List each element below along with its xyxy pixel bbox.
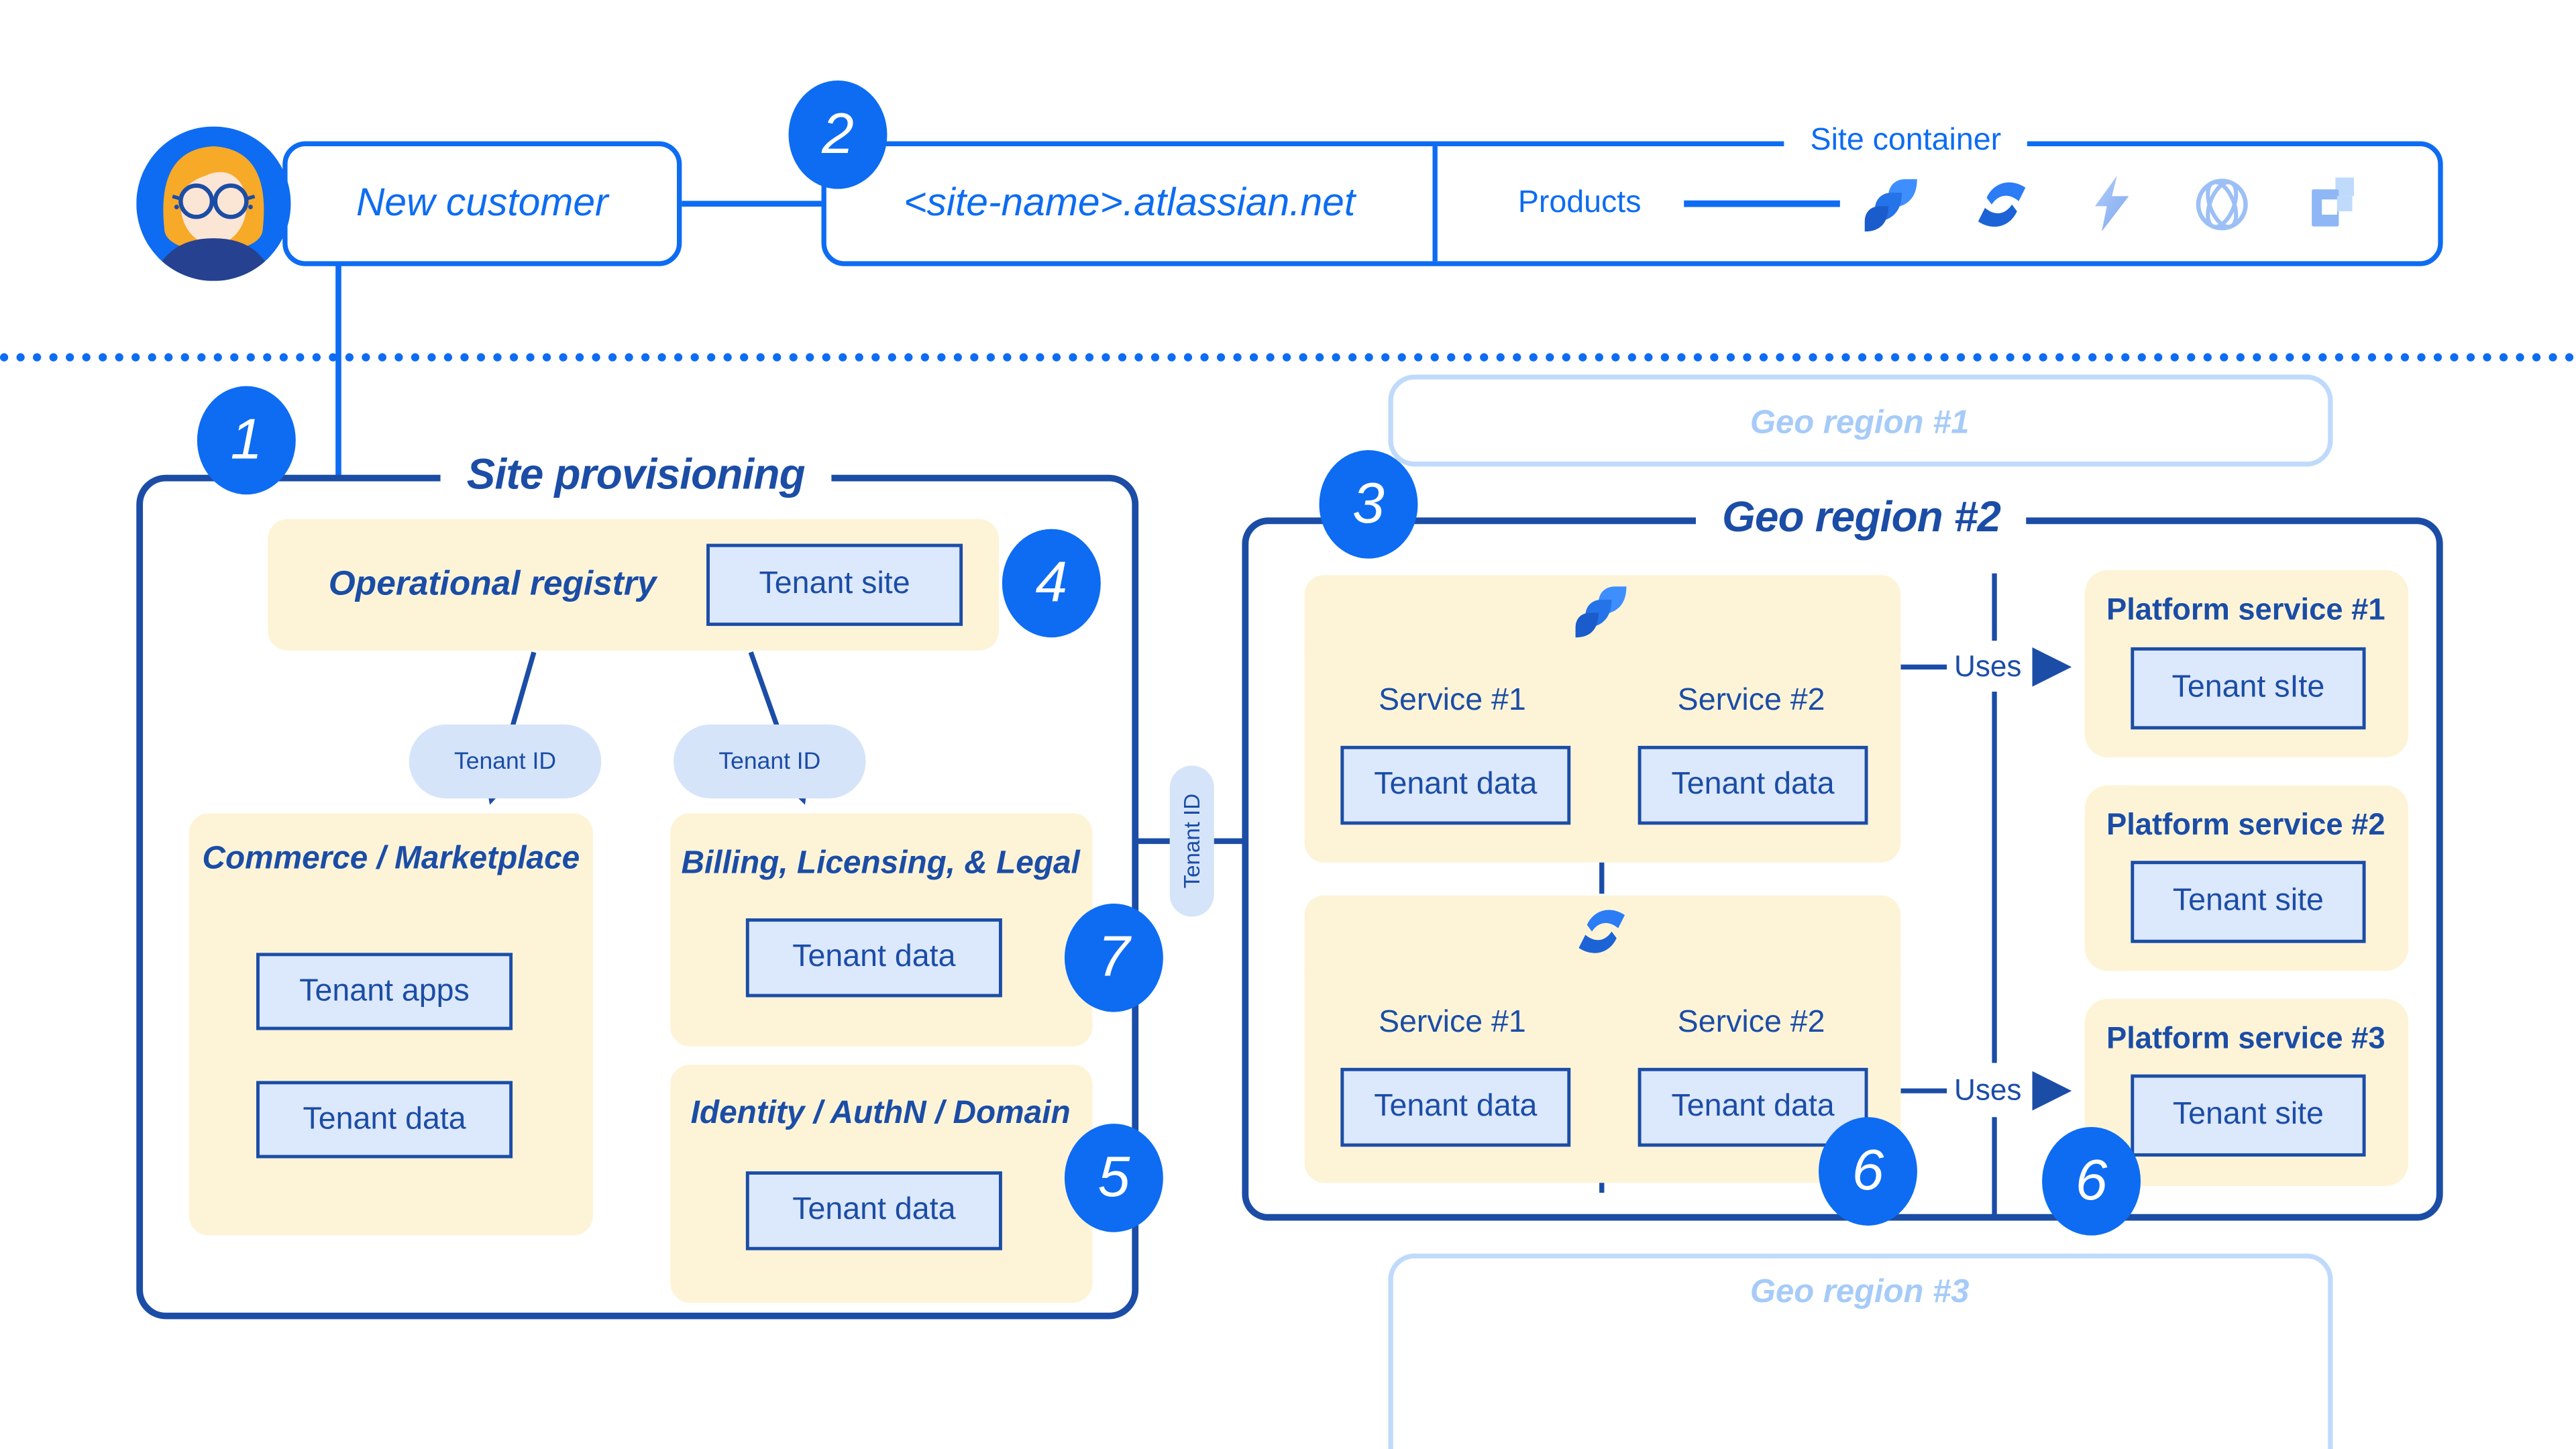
platform-service-3-box: Platform service #3 Tenant site [2084,998,2409,1187]
confluence-icon [1978,181,2026,226]
step-badge-3: 3 [1319,450,1418,559]
step-badge-2: 2 [788,80,888,189]
new-customer-box: New customer [282,141,682,266]
tenant-site-box-ps3: Tenant site [2131,1074,2366,1157]
tenant-data-label-jira-1: Tenant data [1374,767,1538,802]
geo-region-3-box [1388,1253,2333,1449]
tenant-id-pill-right-label: Tenant ID [718,748,821,775]
product-icons-row [1862,173,2363,234]
tenant-site-label-ps1: Tenant sIte [2171,670,2325,705]
platform-service-1-box: Platform service #1 Tenant sIte [2084,570,2409,757]
products-section: Products [1438,146,2438,261]
step-badge-1: 1 [197,386,296,495]
uses-label-top: Uses [1954,649,2022,683]
tenant-id-pill-left: Tenant ID [409,724,602,799]
jira-service-group: Service #1 Service #2 Tenant data Tenant… [1304,575,1901,863]
step-badge-4: 4 [1002,529,1101,638]
uses-label-bottom: Uses [1954,1073,2022,1107]
squares-icon [2312,176,2355,226]
tenant-data-box-jira-1: Tenant data [1340,745,1571,825]
tenant-data-box-confluence-2: Tenant data [1638,1067,1868,1147]
tenant-data-box-jira-2: Tenant data [1638,745,1868,825]
tenant-site-box-ps2: Tenant site [2131,861,2366,943]
tenant-id-link-label: Tenant ID [1179,794,1205,889]
tenant-id-pill-left-label: Tenant ID [454,748,557,775]
site-container-title: Site container [1784,123,2028,160]
tenant-data-label-jira-2: Tenant data [1671,767,1835,802]
geo-region-1-title: Geo region #1 [1750,405,1970,441]
person-icon [136,126,291,281]
tenant-site-box-ps1: Tenant sIte [2131,647,2366,730]
tenant-data-label-confluence-1: Tenant data [1374,1089,1538,1124]
tenant-site-label-ps3: Tenant site [2172,1097,2324,1132]
tenant-site-label: Tenant site [759,566,910,602]
tenant-data-label-billing: Tenant data [792,939,956,975]
confluence-icon [1578,910,1625,953]
step-badge-7: 7 [1064,903,1163,1012]
commerce-marketplace-title: Commerce / Marketplace [202,840,580,877]
commerce-marketplace-box: Commerce / Marketplace Tenant apps Tenan… [189,813,594,1236]
site-url-section: <site-name>.atlassian.net [826,146,1438,262]
tenant-data-box-identity: Tenant data [745,1171,1002,1250]
site-url-label: <site-name>.atlassian.net [904,180,1356,225]
tenant-id-pill-right: Tenant ID [674,724,866,799]
confluence-service2-label: Service #2 [1677,1005,1825,1040]
geo-region-1-box [1388,374,2333,467]
jira-service1-label: Service #1 [1378,683,1526,718]
tenant-data-label-confluence-2: Tenant data [1671,1089,1835,1124]
tenant-data-label-identity: Tenant data [792,1192,956,1228]
tenant-data-label-commerce: Tenant data [303,1102,466,1136]
platform-service-2-title: Platform service #2 [2106,806,2385,841]
confluence-service-group: Service #1 Service #2 Tenant data Tenant… [1304,895,1901,1183]
geo-region-2-box [1242,517,2443,1221]
platform-service-3-title: Platform service #3 [2106,1020,2385,1055]
jira-service2-label: Service #2 [1677,683,1825,718]
site-container-box: <site-name>.atlassian.net Products [821,141,2443,266]
jira-icon [1575,586,1627,638]
platform-service-2-box: Platform service #2 Tenant site [2084,785,2409,971]
new-customer-label: New customer [356,180,608,225]
site-provisioning-title: Site provisioning [440,449,831,500]
tenant-id-link-pill: Tenant ID [1169,765,1214,917]
tenant-data-box-commerce: Tenant data [256,1081,513,1159]
globe-icon [2196,178,2248,230]
bolt-icon [2094,174,2129,231]
step-badge-6b: 6 [2042,1127,2141,1236]
billing-licensing-legal-title: Billing, Licensing, & Legal [681,845,1080,881]
customer-avatar [136,126,291,281]
products-label: Products [1517,185,1642,221]
jira-icon [1864,178,1917,231]
dotted-divider [0,353,2576,362]
identity-authn-domain-box: Identity / AuthN / Domain Tenant data [670,1064,1093,1303]
tenant-data-box-confluence-1: Tenant data [1340,1067,1571,1147]
billing-licensing-legal-box: Billing, Licensing, & Legal Tenant data [670,813,1093,1047]
tenant-site-box: Tenant site [706,543,963,627]
tenant-site-label-ps2: Tenant site [2172,883,2324,918]
geo-region-2-title: Geo region #2 [1695,492,2027,543]
confluence-service1-label: Service #1 [1378,1005,1526,1040]
products-connector-line [1684,201,1840,207]
tenant-data-box-billing: Tenant data [745,918,1002,998]
step-badge-6a: 6 [1819,1117,1917,1226]
tenant-apps-box: Tenant apps [256,953,513,1030]
geo-region-3-title: Geo region #3 [1750,1274,1970,1311]
tenant-apps-label: Tenant apps [299,973,470,1008]
operational-registry-title: Operational registry [328,565,657,603]
operational-registry-box: Operational registry Tenant site [268,519,999,651]
step-badge-5: 5 [1064,1124,1163,1232]
platform-service-1-title: Platform service #1 [2106,591,2385,627]
identity-authn-domain-title: Identity / AuthN / Domain [690,1095,1071,1132]
